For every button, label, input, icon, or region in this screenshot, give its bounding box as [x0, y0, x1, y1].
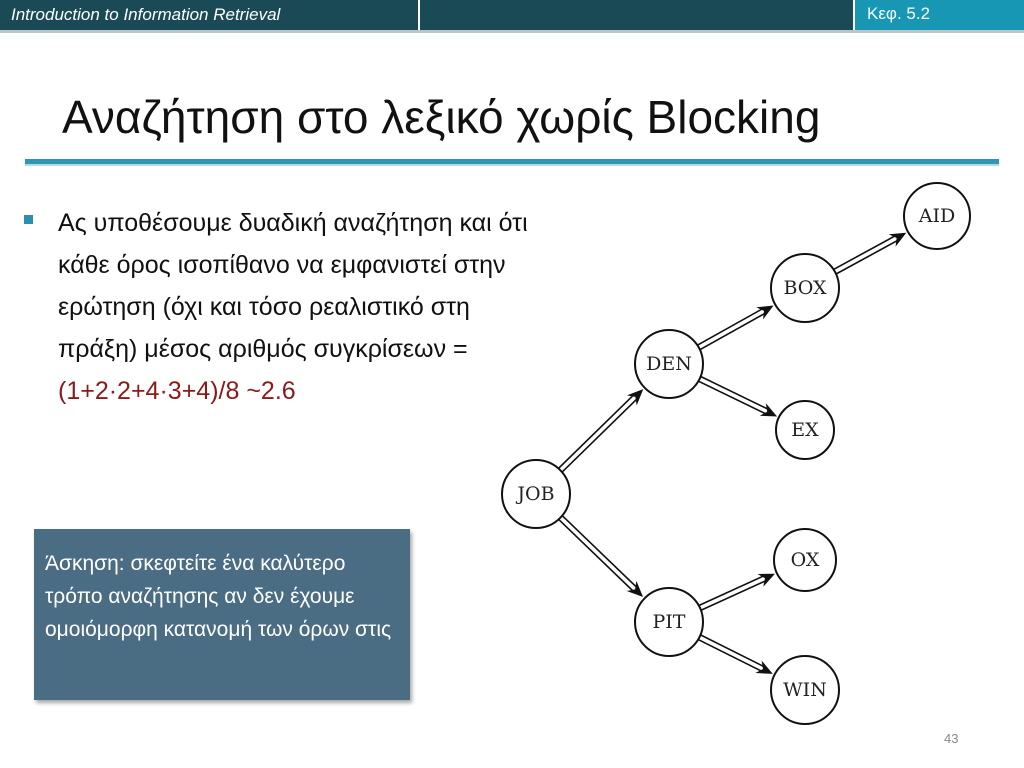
tree-edge-pit-win — [697, 634, 773, 674]
node-circle — [634, 329, 704, 399]
arrowhead-icon — [888, 232, 907, 247]
title-rule-shadow — [25, 164, 999, 166]
course-title: Introduction to Information Retrieval — [0, 0, 418, 30]
header-bar: Introduction to Information Retrieval Κε… — [0, 0, 1024, 33]
tree-node-box: BOX — [770, 253, 840, 323]
arrowhead-icon — [759, 403, 778, 417]
arrowhead-icon — [756, 305, 774, 320]
slide-title: Αναζήτηση στο λεξικό χωρίς Blocking — [62, 91, 821, 143]
arrowhead-icon — [626, 580, 644, 598]
bullet-formula: (1+2·2+4·3+4)/8 ~2.6 — [58, 377, 296, 405]
title-rule — [25, 159, 999, 164]
header-spacer — [420, 0, 853, 30]
node-label: BOX — [783, 277, 827, 299]
node-label: WIN — [783, 679, 827, 701]
node-circle — [770, 253, 840, 323]
tree-node-job: JOB — [501, 459, 571, 529]
node-label: EX — [791, 419, 819, 441]
arrowhead-icon — [755, 660, 773, 674]
tree-node-pit: PIT — [634, 587, 704, 657]
node-circle — [770, 655, 840, 725]
chapter-label: Κεφ. 5.2 — [855, 0, 1024, 30]
tree-node-ox: OX — [773, 528, 837, 592]
tree-node-aid: AID — [903, 182, 971, 250]
tree-node-win: WIN — [770, 655, 840, 725]
bullet-marker-icon — [24, 215, 33, 224]
node-circle — [501, 459, 571, 529]
page-number: 43 — [944, 731, 959, 746]
bullet-text: Ας υποθέσουμε δυαδική αναζήτηση και ότι … — [58, 209, 528, 363]
node-circle — [634, 587, 704, 657]
tree-node-ex: EX — [775, 400, 835, 460]
tree-edge-den-ex — [698, 375, 778, 417]
node-label: OX — [791, 549, 820, 571]
node-circle — [773, 528, 837, 592]
tree-edge-den-box — [697, 305, 774, 351]
node-label: JOB — [515, 483, 554, 505]
node-label: PIT — [653, 611, 686, 633]
tree-edge-box-aid — [833, 232, 907, 275]
arrowhead-icon — [757, 573, 775, 587]
node-label: AID — [918, 205, 955, 227]
tree-nodes: JOB DEN PIT BOX EX OX WIN AID — [501, 182, 971, 725]
tree-edge-job-pit — [558, 515, 644, 598]
tree-node-den: DEN — [634, 329, 704, 399]
node-label: DEN — [646, 353, 692, 375]
node-circle — [775, 400, 835, 460]
tree-edge-pit-ox — [698, 573, 775, 611]
tree-edge-job-den — [557, 389, 644, 473]
tree-edges — [557, 232, 907, 674]
arrowhead-icon — [626, 389, 644, 406]
node-circle — [903, 182, 971, 250]
bullet-paragraph: Ας υποθέσουμε δυαδική αναζήτηση και ότι … — [58, 202, 538, 412]
exercise-box: Άσκηση: σκεφτείτε ένα καλύτερο τρόπο ανα… — [34, 529, 410, 700]
header-divider — [0, 30, 1024, 33]
exercise-text: Άσκηση: σκεφτείτε ένα καλύτερο τρόπο ανα… — [45, 552, 392, 641]
